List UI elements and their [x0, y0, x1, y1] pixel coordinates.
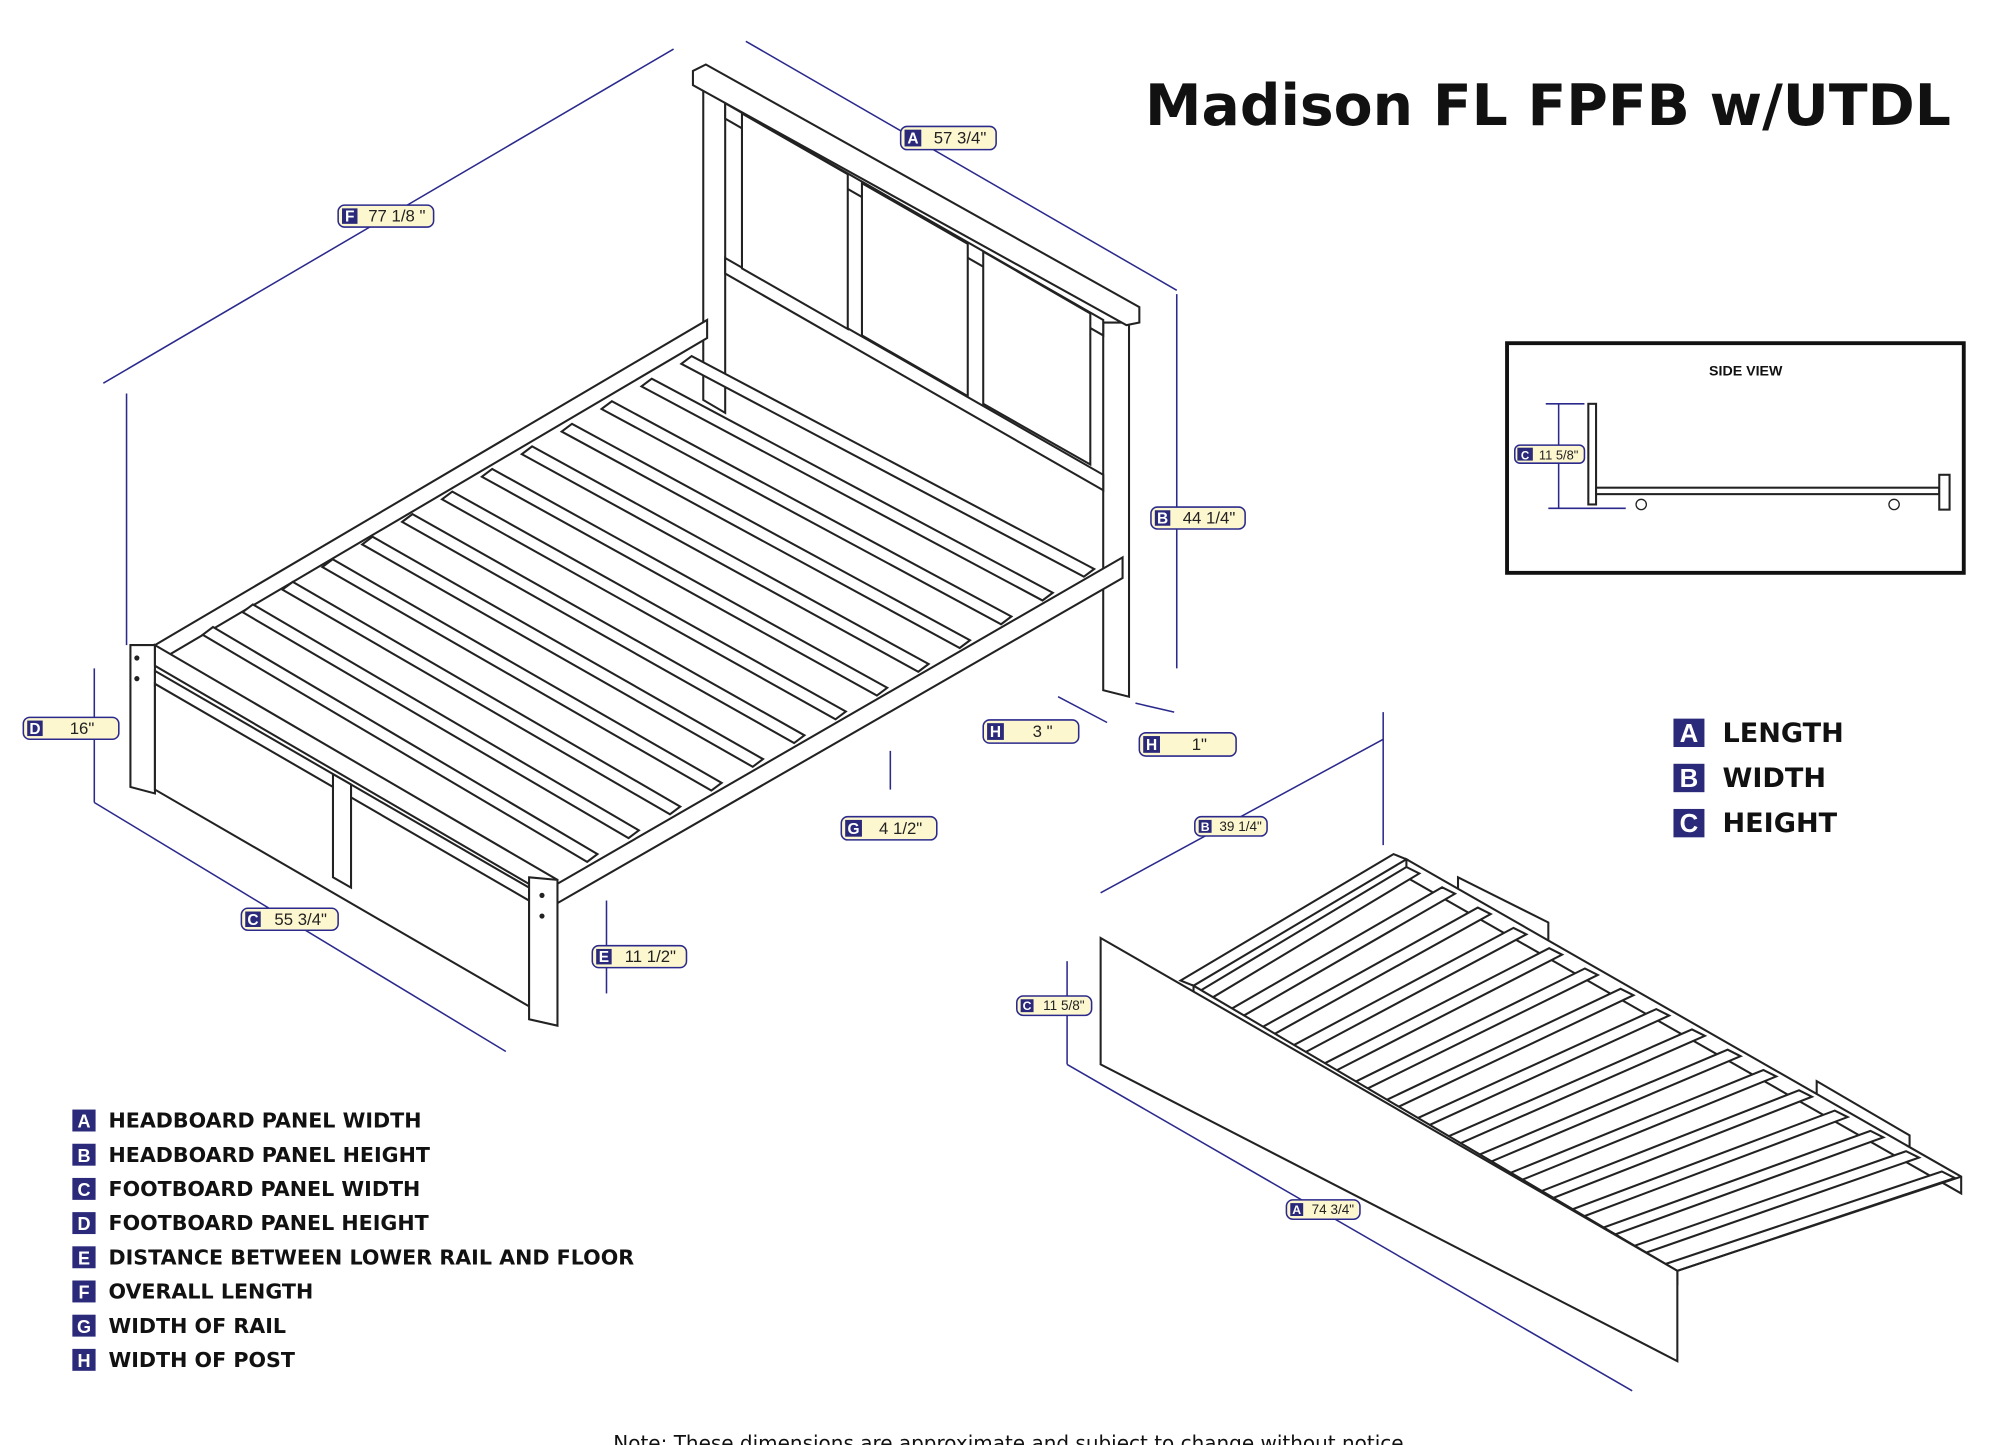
svg-text:HEADBOARD PANEL WIDTH: HEADBOARD PANEL WIDTH	[108, 1109, 421, 1133]
svg-text:55 3/4": 55 3/4"	[274, 910, 327, 929]
svg-text:HEADBOARD PANEL HEIGHT: HEADBOARD PANEL HEIGHT	[108, 1143, 429, 1167]
svg-text:G: G	[77, 1317, 91, 1337]
slat	[200, 625, 600, 864]
svg-text:E: E	[599, 949, 609, 966]
dimension-label: C 11 5/8"	[1015, 995, 1093, 1017]
svg-text:C: C	[1023, 999, 1032, 1013]
bed-legend-item: E DISTANCE BETWEEN LOWER RAIL AND FLOOR	[72, 1245, 634, 1269]
bed-legend-item: C FOOTBOARD PANEL WIDTH	[72, 1177, 420, 1201]
slat	[320, 558, 724, 792]
slat	[479, 467, 890, 697]
dimension-label: H 1"	[1138, 732, 1237, 757]
svg-text:LENGTH: LENGTH	[1723, 718, 1844, 749]
slat	[599, 400, 1014, 626]
svg-text:11 1/2": 11 1/2"	[625, 947, 676, 966]
svg-text:4 1/2": 4 1/2"	[879, 819, 922, 838]
svg-text:77 1/8 ": 77 1/8 "	[368, 207, 425, 226]
disclaimer-note: Note: These dimensions are approximate a…	[613, 1431, 1410, 1445]
side-view-dimension-label: C 11 5/8"	[1514, 444, 1586, 464]
bed-legend-item: D FOOTBOARD PANEL HEIGHT	[72, 1211, 429, 1235]
svg-text:G: G	[848, 821, 860, 838]
svg-text:C: C	[1680, 810, 1699, 838]
svg-text:A: A	[907, 131, 918, 148]
trundle-slats	[1197, 865, 1958, 1272]
svg-text:B: B	[1680, 765, 1699, 793]
bed-illustration	[129, 63, 1141, 1027]
svg-text:11 5/8": 11 5/8"	[1539, 447, 1579, 462]
slat	[400, 512, 807, 745]
bed-legend-item: B HEADBOARD PANEL HEIGHT	[72, 1143, 430, 1167]
dimension-label: A 74 3/4"	[1285, 1199, 1361, 1220]
svg-text:44 1/4": 44 1/4"	[1183, 509, 1236, 528]
svg-text:DISTANCE BETWEEN LOWER RAIL AN: DISTANCE BETWEEN LOWER RAIL AND FLOOR	[108, 1245, 634, 1269]
bed-legend-item: F OVERALL LENGTH	[72, 1280, 313, 1304]
svg-text:1": 1"	[1192, 735, 1207, 754]
slat	[280, 580, 683, 816]
svg-text:11 5/8": 11 5/8"	[1043, 998, 1085, 1013]
trundle-illustration	[1099, 852, 1963, 1363]
svg-text:57 3/4": 57 3/4"	[934, 129, 987, 148]
slat	[519, 445, 931, 673]
side-view-title: SIDE VIEW	[1709, 363, 1783, 379]
svg-text:C: C	[77, 1180, 90, 1200]
dimension-label: D 16"	[22, 716, 120, 741]
svg-text:A: A	[1292, 1203, 1301, 1217]
side-view-panel: SIDE VIEW C 11 5/8"	[1505, 341, 1966, 575]
svg-text:HEIGHT: HEIGHT	[1723, 808, 1838, 839]
svg-text:WIDTH: WIDTH	[1723, 763, 1827, 794]
svg-text:C: C	[1521, 449, 1530, 462]
svg-text:F: F	[345, 209, 354, 226]
svg-text:D: D	[77, 1214, 90, 1234]
svg-text:A: A	[1680, 720, 1699, 748]
slat	[440, 490, 848, 721]
slat	[360, 535, 765, 769]
trundle-legend-item: B WIDTH	[1673, 763, 1826, 794]
svg-text:74 3/4": 74 3/4"	[1312, 1202, 1355, 1217]
bed-legend-item: H WIDTH OF POST	[72, 1348, 295, 1372]
svg-text:WIDTH OF POST: WIDTH OF POST	[108, 1348, 294, 1372]
dimension-label: A 57 3/4"	[899, 125, 997, 151]
product-title: Madison FL FPFB w/UTDL	[1145, 73, 1951, 139]
svg-text:B: B	[1157, 511, 1168, 528]
svg-text:H: H	[1146, 737, 1157, 754]
trundle-legend-item: A LENGTH	[1673, 718, 1844, 749]
svg-text:FOOTBOARD PANEL HEIGHT: FOOTBOARD PANEL HEIGHT	[108, 1211, 428, 1235]
trundle-legend-item: C HEIGHT	[1673, 808, 1838, 839]
svg-text:E: E	[78, 1248, 90, 1268]
svg-text:A: A	[77, 1112, 90, 1132]
dimension-label: E 11 1/2"	[591, 944, 688, 969]
bed-legend-item: A HEADBOARD PANEL WIDTH	[72, 1109, 422, 1133]
slat	[679, 354, 1097, 578]
svg-text:OVERALL LENGTH: OVERALL LENGTH	[108, 1280, 313, 1304]
dimension-label: C 55 3/4"	[240, 907, 339, 931]
svg-text:16": 16"	[70, 719, 95, 738]
svg-text:WIDTH OF RAIL: WIDTH OF RAIL	[108, 1314, 286, 1338]
bed-legend-item: G WIDTH OF RAIL	[72, 1314, 286, 1338]
svg-text:C: C	[247, 912, 258, 929]
bed-slats	[200, 354, 1097, 864]
slat	[559, 422, 972, 650]
dimension-label: F 77 1/8 "	[337, 204, 435, 228]
svg-text:D: D	[29, 721, 40, 738]
dimension-label: B 39 1/4"	[1194, 815, 1268, 837]
svg-text:H: H	[990, 724, 1001, 741]
svg-text:B: B	[1201, 820, 1210, 834]
dimension-label: H 3 "	[982, 719, 1080, 744]
svg-text:H: H	[77, 1351, 90, 1371]
svg-text:B: B	[77, 1146, 90, 1166]
svg-text:FOOTBOARD PANEL WIDTH: FOOTBOARD PANEL WIDTH	[108, 1177, 420, 1201]
svg-text:39 1/4": 39 1/4"	[1219, 819, 1262, 834]
svg-text:F: F	[78, 1283, 89, 1303]
dimension-label: B 44 1/4"	[1150, 506, 1246, 530]
dimension-label: G 4 1/2"	[840, 815, 938, 841]
slat	[240, 603, 641, 840]
svg-text:3 ": 3 "	[1033, 722, 1053, 741]
slat	[639, 377, 1055, 602]
